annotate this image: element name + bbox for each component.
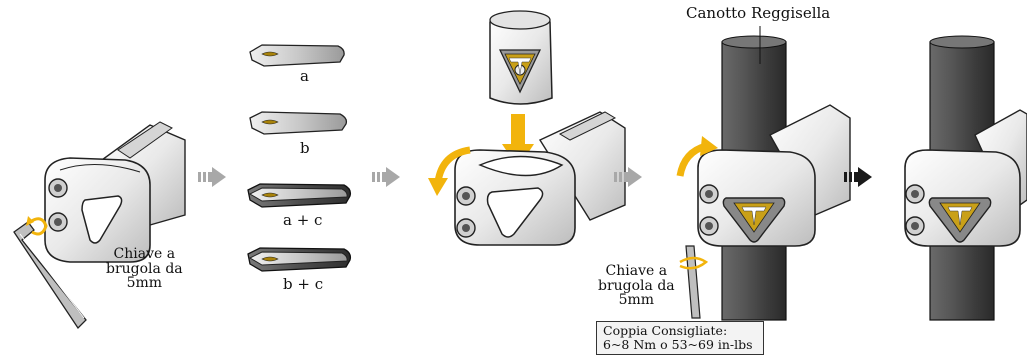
wrench-label-2-line-1: Chiave a bbox=[605, 263, 668, 279]
insert-plate-a bbox=[249, 44, 345, 67]
insert-plate-bc bbox=[247, 247, 352, 272]
torque-value: 6~8 Nm o 53~69 in-lbs bbox=[603, 337, 753, 352]
step-3-clamp bbox=[454, 111, 626, 246]
step-arrow-icon bbox=[372, 167, 400, 187]
rotation-arrow-icon bbox=[676, 136, 718, 177]
rotation-arrow-icon bbox=[428, 146, 471, 196]
option-b-label: b bbox=[300, 139, 310, 157]
wrench-label-1: Chiave a brugola da 5mm bbox=[106, 247, 183, 291]
hex-wrench-icon bbox=[679, 245, 709, 319]
final-clamp bbox=[904, 109, 1027, 247]
step-1-clamp bbox=[44, 121, 186, 263]
seatpost-label: Canotto Reggisella bbox=[686, 4, 831, 22]
insert-plate-ac bbox=[247, 183, 352, 208]
step-arrow-icon bbox=[198, 167, 226, 187]
step-arrow-icon bbox=[614, 167, 642, 187]
insert-plate-b bbox=[249, 111, 348, 135]
wrench-label-2: Chiave a brugola da 5mm bbox=[598, 264, 675, 308]
topeak-logo-icon bbox=[508, 57, 532, 75]
option-ac-label: a + c bbox=[283, 211, 323, 229]
wrench-label-1-line-2: brugola da bbox=[106, 260, 183, 277]
wrench-label-1-line-1: Chiave a bbox=[113, 246, 176, 262]
seatpost-cap bbox=[489, 10, 553, 105]
final-step-arrow-icon bbox=[844, 167, 872, 187]
wrench-label-1-line-3: 5mm bbox=[126, 275, 163, 292]
torque-spec-box: Coppia Consigliate: 6~8 Nm o 53~69 in-lb… bbox=[596, 321, 764, 355]
option-a-label: a bbox=[300, 67, 309, 85]
option-bc-label: b + c bbox=[283, 275, 324, 293]
rotation-arrow-icon bbox=[26, 216, 48, 236]
wrench-label-2-line-2: brugola da bbox=[598, 277, 675, 294]
wrench-label-2-line-3: 5mm bbox=[618, 292, 655, 309]
torque-title: Coppia Consigliate: bbox=[603, 323, 728, 338]
step-4-clamp bbox=[697, 104, 851, 247]
